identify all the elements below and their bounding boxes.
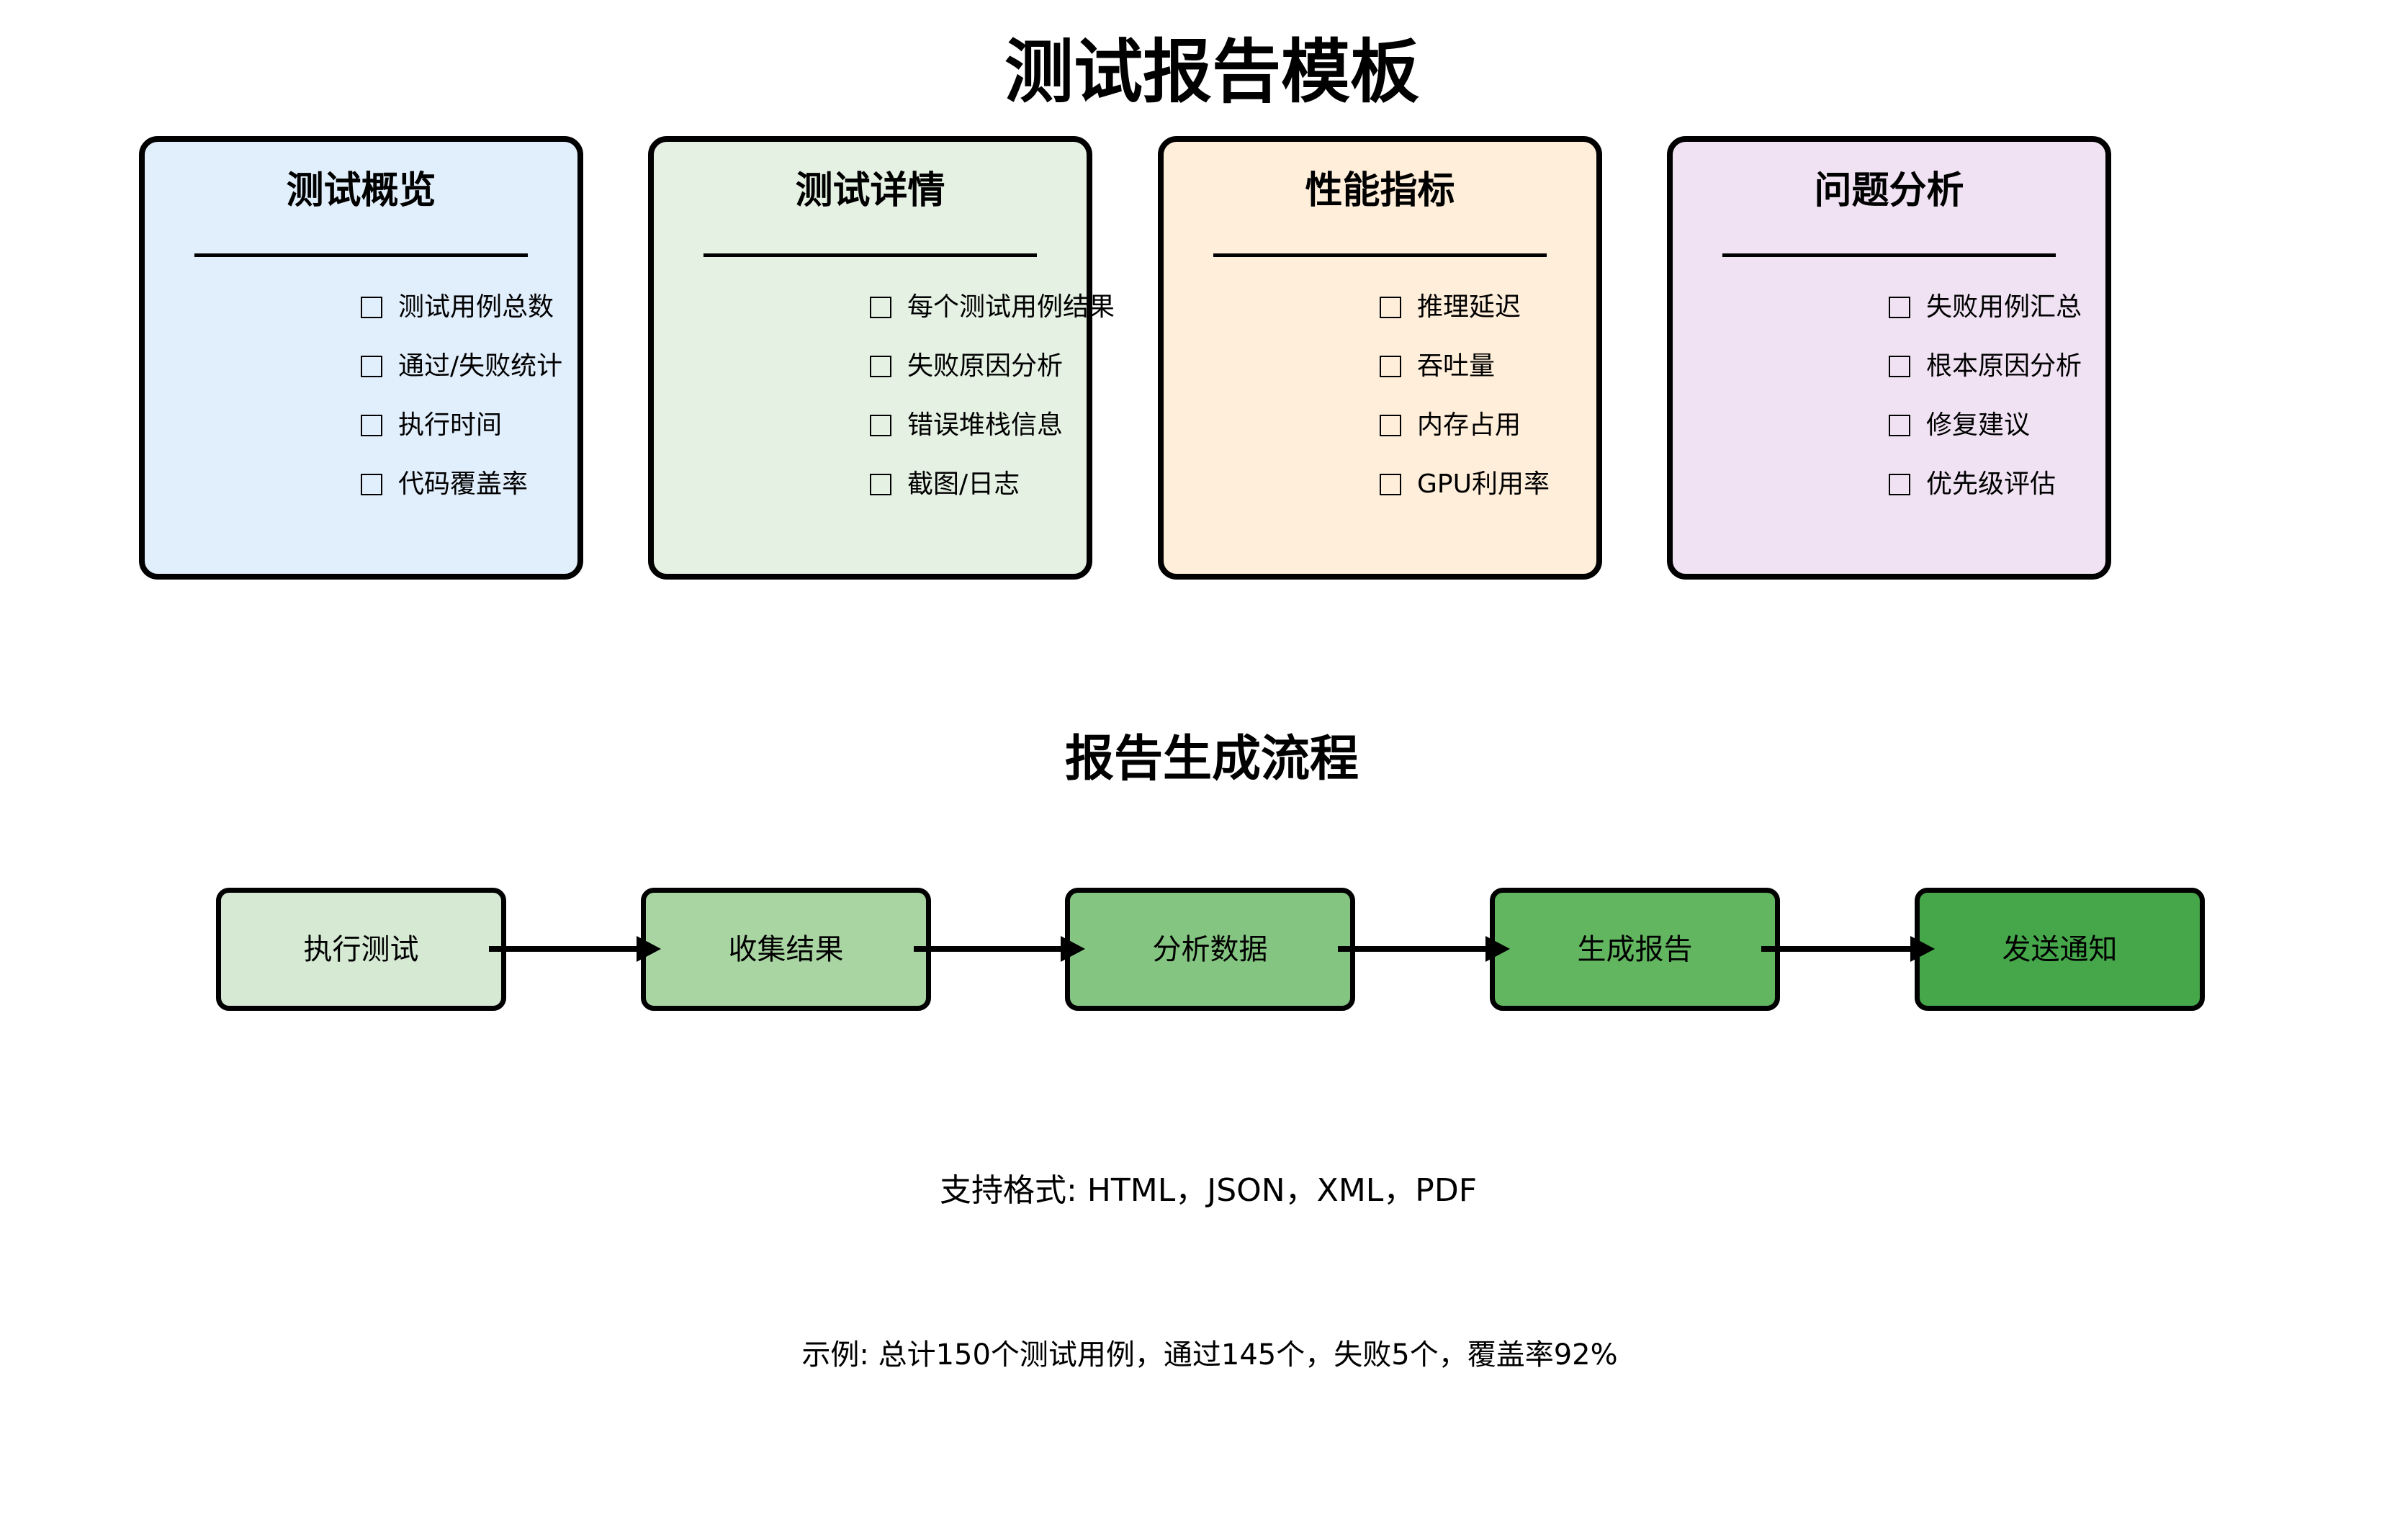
checklist-item: 测试用例总数 [361,278,562,337]
checklist-item-label: 推理延迟 [1417,292,1521,323]
example-summary-note: 示例: 总计150个测试用例，通过145个，失败5个，覆盖率92% [801,1338,1618,1372]
flow-step-generate-report: 生成报告 [1490,888,1780,1011]
page-title: 测试报告模板 [1004,32,1419,112]
checkbox-icon [1380,297,1401,318]
arrow-head-icon [1910,936,1935,962]
checklist-item: 失败用例汇总 [1889,278,2082,337]
flow-step-label: 分析数据 [1152,932,1268,966]
flow-step-collect-results: 收集结果 [641,888,931,1011]
checkbox-icon [361,474,382,495]
divider [1213,253,1547,257]
divider [703,253,1037,257]
checklist-item: 通过/失败统计 [361,337,562,396]
card-test-overview: 测试概览 测试用例总数 通过/失败统计 执行时间 代码覆盖率 [139,136,583,580]
checklist-item: 吞吐量 [1380,337,1550,396]
flow-step-send-notification: 发送通知 [1915,888,2205,1011]
checkbox-icon [1889,297,1910,318]
checklist-item-label: 失败原因分析 [907,351,1064,382]
checklist-item-label: 修复建议 [1926,410,2031,441]
checkbox-icon [361,297,382,318]
checklist-item: 错误堆栈信息 [870,396,1115,455]
checklist: 测试用例总数 通过/失败统计 执行时间 代码覆盖率 [361,278,562,514]
flow-step-label: 发送通知 [2002,932,2118,966]
checklist-item: 修复建议 [1889,396,2082,455]
checkbox-icon [1380,356,1401,377]
checklist-item: 失败原因分析 [870,337,1115,396]
card-title: 性能指标 [1305,169,1455,212]
checklist-item: 执行时间 [361,396,562,455]
checklist-item: 代码覆盖率 [361,455,562,514]
flow-step-label: 生成报告 [1577,932,1693,966]
checklist-item: 优先级评估 [1889,455,2082,514]
checkbox-icon [1380,415,1401,436]
arrow-shaft [1338,946,1488,952]
flow-arrow-icon [1338,936,1510,962]
arrow-shaft [914,946,1064,952]
checklist-item-label: 通过/失败统计 [398,351,563,382]
checkbox-icon [1380,474,1401,495]
checklist-item: 推理延迟 [1380,278,1550,337]
flow-step-label: 执行测试 [303,932,419,966]
flow-step-label: 收集结果 [728,932,844,966]
arrow-shaft [489,946,639,952]
checklist-item: GPU利用率 [1380,455,1550,514]
flow-arrow-icon [1761,936,1935,962]
flow-step-analyze-data: 分析数据 [1065,888,1355,1011]
checklist-item-label: GPU利用率 [1417,469,1550,500]
checklist-item-label: 失败用例汇总 [1926,292,2082,323]
checklist: 失败用例汇总 根本原因分析 修复建议 优先级评估 [1889,278,2082,514]
checkbox-icon [870,474,891,495]
checklist-item-label: 代码覆盖率 [398,469,529,500]
checklist-item-label: 测试用例总数 [398,292,554,323]
checklist-item-label: 错误堆栈信息 [907,410,1064,441]
flow-title: 报告生成流程 [1064,731,1359,788]
checklist-item-label: 内存占用 [1417,410,1521,441]
checkbox-icon [870,356,891,377]
arrow-shaft [1761,946,1913,952]
divider [1722,253,2056,257]
supported-formats-note: 支持格式: HTML，JSON，XML，PDF [939,1172,1478,1209]
checkbox-icon [1889,474,1910,495]
checklist-item-label: 执行时间 [398,410,503,441]
arrow-head-icon [1485,936,1510,962]
checklist-item-label: 截图/日志 [907,469,1020,500]
checkbox-icon [870,415,891,436]
flow-step-run-tests: 执行测试 [216,888,506,1011]
checkbox-icon [870,297,891,318]
checklist-item: 每个测试用例结果 [870,278,1115,337]
card-title: 问题分析 [1814,169,1964,212]
card-title: 测试详情 [795,169,945,212]
flow-arrow-icon [914,936,1085,962]
checklist: 推理延迟 吞吐量 内存占用 GPU利用率 [1380,278,1550,514]
checklist-item-label: 根本原因分析 [1926,351,2082,382]
card-issue-analysis: 问题分析 失败用例汇总 根本原因分析 修复建议 优先级评估 [1667,136,2111,580]
checklist-item: 截图/日志 [870,455,1115,514]
divider [194,253,528,257]
card-title: 测试概览 [286,169,436,212]
checklist-item-label: 优先级评估 [1926,469,2056,500]
checkbox-icon [361,415,382,436]
checklist-item: 根本原因分析 [1889,337,2082,396]
checklist-item-label: 吞吐量 [1417,351,1496,382]
checkbox-icon [361,356,382,377]
checklist-item-label: 每个测试用例结果 [907,292,1115,323]
checklist: 每个测试用例结果 失败原因分析 错误堆栈信息 截图/日志 [870,278,1115,514]
checklist-item: 内存占用 [1380,396,1550,455]
card-test-details: 测试详情 每个测试用例结果 失败原因分析 错误堆栈信息 截图/日志 [648,136,1115,580]
card-performance-metrics: 性能指标 推理延迟 吞吐量 内存占用 GPU利用率 [1158,136,1602,580]
arrow-head-icon [637,936,661,962]
checkbox-icon [1889,356,1910,377]
checkbox-icon [1889,415,1910,436]
arrow-head-icon [1061,936,1085,962]
flow-arrow-icon [489,936,661,962]
